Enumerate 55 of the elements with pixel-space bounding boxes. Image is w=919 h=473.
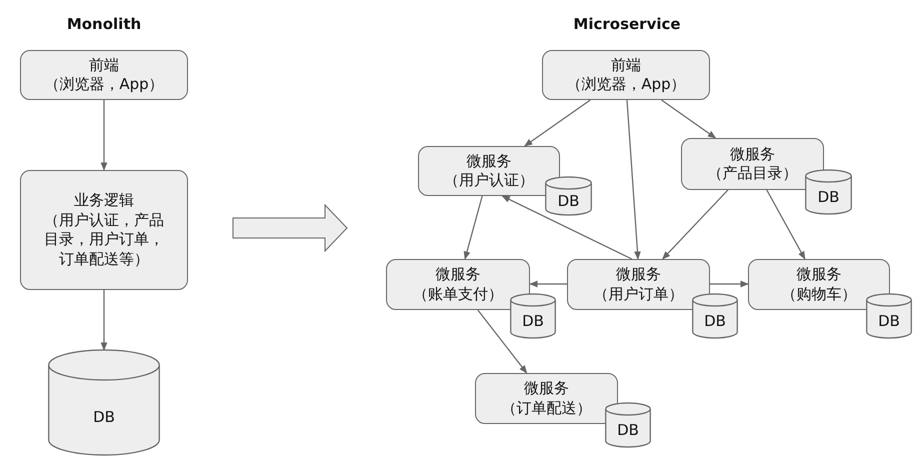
process-box — [475, 373, 618, 424]
arrow — [710, 280, 749, 288]
node-title: DB — [93, 408, 115, 428]
database-cylinder — [605, 403, 651, 447]
node-subtitle: （浏览器，App） — [565, 75, 687, 94]
section-heading: Monolith — [66, 15, 142, 33]
node-title: 微服务 — [523, 379, 570, 398]
section-heading: Microservice — [573, 15, 681, 33]
node-title: 微服务 — [466, 152, 512, 171]
database-cylinder — [866, 294, 912, 338]
node-title: 微服务 — [434, 265, 482, 284]
node-subtitle: （浏览器，App） — [43, 75, 165, 94]
node-title: 业务逻辑 — [73, 191, 135, 210]
arrow — [477, 310, 528, 374]
arrow — [502, 195, 632, 260]
node-title: DB — [522, 312, 544, 332]
node-title: 微服务 — [729, 144, 776, 164]
node-title: 微服务 — [615, 265, 662, 284]
node-title: 前端 — [610, 56, 642, 75]
process-box — [418, 146, 560, 196]
arrow — [626, 100, 641, 260]
node-title: DB — [617, 421, 639, 441]
process-box — [20, 170, 188, 290]
node-title: DB — [558, 192, 580, 212]
arrow — [529, 280, 567, 288]
arrow — [524, 100, 591, 146]
process-box — [567, 259, 710, 310]
process-box — [542, 50, 710, 100]
node-subtitle: （账单支付） — [412, 284, 504, 304]
node-title: DB — [878, 312, 900, 332]
node-subtitle: （产品目录） — [706, 164, 798, 184]
node-subtitle: （用户认证，产品目录，用户订单，订单配送等） — [43, 210, 165, 269]
node-title: DB — [818, 188, 840, 208]
process-box — [748, 259, 890, 310]
arrow — [464, 196, 483, 260]
arrow — [662, 190, 728, 260]
arrow — [100, 100, 108, 171]
database-cylinder — [805, 170, 852, 214]
database-cylinder — [692, 294, 738, 338]
database-cylinder — [545, 177, 592, 215]
node-title: 前端 — [88, 56, 120, 75]
database-cylinder — [510, 294, 556, 338]
database-cylinder — [48, 350, 160, 455]
node-subtitle: （用户订单） — [592, 284, 684, 304]
node-subtitle: （购物车） — [780, 284, 858, 304]
process-box — [20, 50, 188, 100]
arrow — [661, 100, 716, 138]
node-title: 微服务 — [796, 265, 842, 284]
node-subtitle: （订单配送） — [500, 398, 592, 418]
process-box — [386, 259, 530, 310]
arrow — [100, 290, 108, 351]
arrow — [766, 190, 806, 260]
node-title: DB — [704, 312, 726, 332]
process-box — [681, 138, 824, 190]
node-subtitle: （用户认证） — [443, 171, 535, 190]
